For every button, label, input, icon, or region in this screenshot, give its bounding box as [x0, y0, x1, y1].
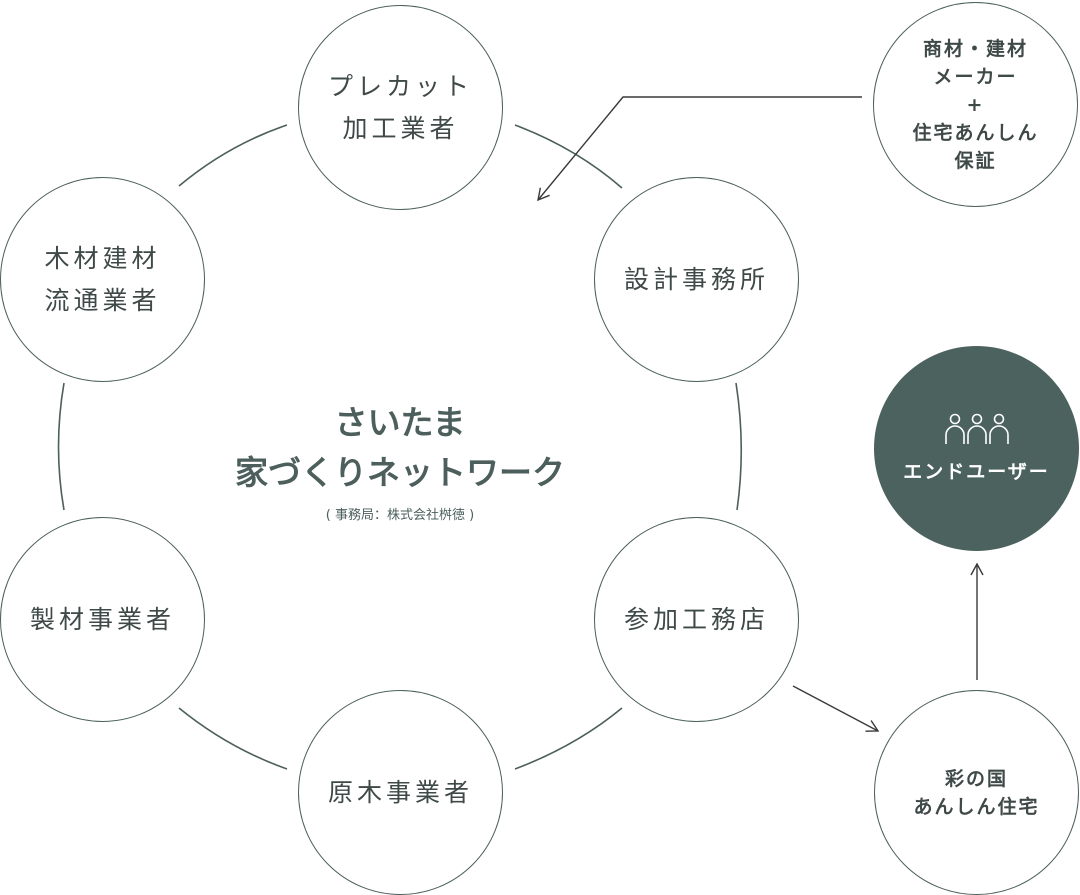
network-title-block: さいたま 家づくりネットワーク ( 事務局：株式会社桝徳 ): [200, 398, 600, 523]
node-saitama-insurance: 彩の国 あんしん住宅: [874, 690, 1079, 895]
ring-arc-bottom-right: [514, 707, 623, 770]
ring-arc-left: [57, 382, 65, 511]
network-subtitle: ( 事務局：株式会社桝徳 ): [325, 508, 475, 523]
node-logging-business: 原木事業者: [298, 690, 503, 895]
node-label-line: 参加工務店: [623, 604, 769, 634]
node-design-office: 設計事務所: [594, 177, 799, 382]
node-label-plus: +: [966, 93, 985, 116]
network-title-line2: 家づくりネットワーク: [235, 453, 565, 492]
node-label-line: メーカー: [933, 65, 1018, 88]
node-label-line: 木材建材: [44, 243, 161, 273]
arrow-member-to-insurance: [792, 685, 880, 732]
node-label-line: あんしん住宅: [913, 795, 1040, 818]
node-label-line: 設計事務所: [623, 264, 769, 294]
node-label-line: 住宅あんしん: [912, 121, 1039, 144]
arrow-manufacturer-to-center: [537, 96, 862, 202]
ring-arc-top-left: [178, 124, 288, 187]
people-icon: [944, 413, 1010, 445]
node-sawmill-business: 製材事業者: [0, 517, 205, 722]
node-member-builder: 参加工務店: [594, 517, 799, 722]
people-icon-svg: [944, 413, 1009, 444]
ring-arc-right: [735, 382, 743, 511]
node-timber-distributor: 木材建材 流通業者: [0, 177, 205, 382]
ring-arc-top-right: [514, 124, 623, 189]
node-label-line: プレカット: [327, 71, 473, 101]
node-precut-processor: プレカット 加工業者: [298, 5, 503, 210]
node-label-line: 保証: [954, 149, 997, 172]
node-label-line: エンドユーザー: [903, 461, 1050, 483]
node-label-line: 商材・建材: [922, 37, 1028, 60]
node-label-line: 彩の国: [944, 767, 1008, 790]
node-label-line: 流通業者: [44, 285, 161, 315]
node-label-line: 加工業者: [342, 113, 459, 143]
node-label-line: 製材事業者: [29, 604, 175, 634]
network-title-line1: さいたま: [334, 403, 466, 442]
node-label-line: 原木事業者: [327, 777, 473, 807]
node-end-user: エンドユーザー: [874, 346, 1079, 551]
node-manufacturer-warranty: 商材・建材 メーカー + 住宅あんしん 保証: [873, 2, 1078, 207]
ring-arc-bottom-left: [178, 707, 288, 770]
